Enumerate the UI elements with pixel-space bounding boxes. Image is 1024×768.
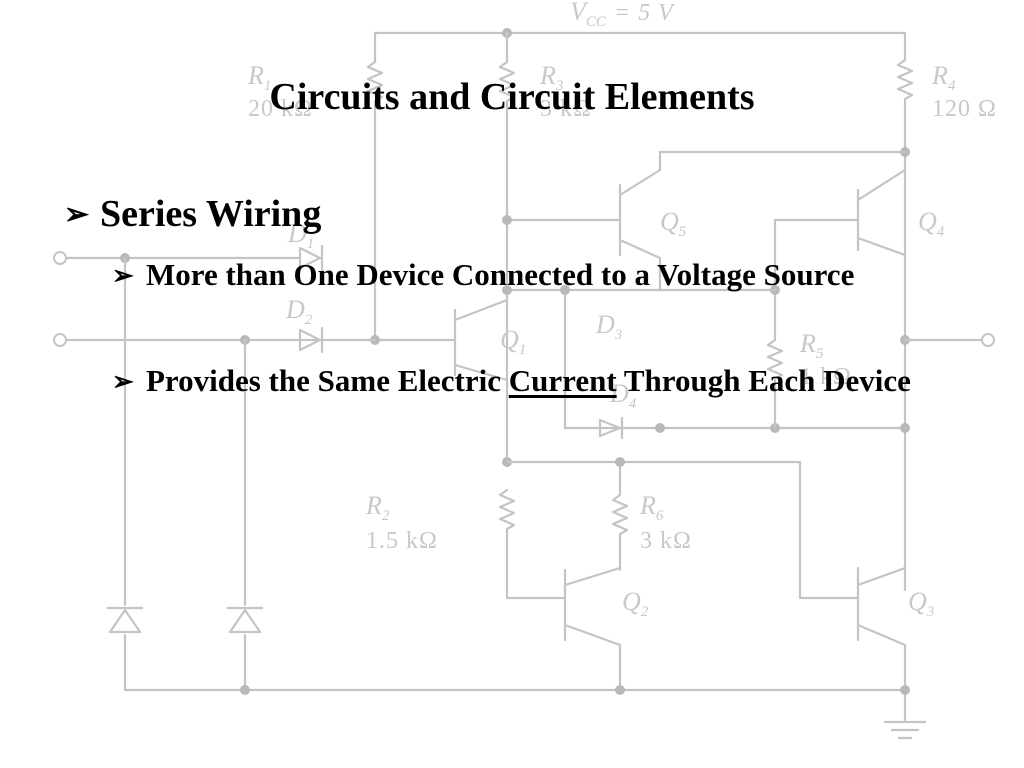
transistor-q5 bbox=[505, 150, 662, 292]
svg-text:R5: R5 bbox=[799, 329, 824, 362]
bullet-text: Provides the Same Electric Current Throu… bbox=[146, 363, 911, 398]
bullet-arrow-icon: ➢ bbox=[112, 261, 134, 290]
resistor-r1 bbox=[366, 31, 384, 342]
transistor-q2 bbox=[563, 566, 622, 692]
svg-text:1.5 kΩ: 1.5 kΩ bbox=[366, 528, 438, 554]
supply-rail bbox=[373, 31, 907, 62]
slide-title: Circuits and Circuit Elements bbox=[269, 76, 755, 118]
resistor-r5 bbox=[766, 338, 784, 430]
svg-text:3 kΩ: 3 kΩ bbox=[540, 96, 592, 122]
bullet-more-than-one-device: ➢ More than One Device Connected to a Vo… bbox=[112, 255, 942, 297]
svg-text:R2: R2 bbox=[365, 491, 390, 524]
svg-text:D3: D3 bbox=[595, 310, 622, 343]
transistor-q1 bbox=[373, 298, 509, 382]
svg-text:120 Ω: 120 Ω bbox=[932, 96, 997, 122]
svg-text:R3: R3 bbox=[539, 61, 563, 94]
transistor-q4 bbox=[773, 168, 907, 342]
vcc-label: VCC= 5 V bbox=[570, 0, 675, 30]
resistor-r3 bbox=[498, 31, 516, 464]
svg-text:D2: D2 bbox=[285, 295, 313, 328]
bullet-arrow-icon: ➢ bbox=[64, 198, 90, 231]
svg-text:20 kΩ: 20 kΩ bbox=[248, 96, 313, 122]
svg-text:Q5: Q5 bbox=[660, 207, 687, 240]
svg-text:Q1: Q1 bbox=[500, 325, 526, 358]
bullet-series-wiring: ➢ Series Wiring bbox=[64, 190, 321, 240]
svg-text:D1: D1 bbox=[287, 219, 314, 252]
diode-d4 bbox=[598, 416, 624, 440]
transistor-q3 bbox=[856, 566, 907, 692]
svg-text:R4: R4 bbox=[931, 61, 956, 94]
svg-text:Q4: Q4 bbox=[918, 207, 945, 240]
bullet-text: Series Wiring bbox=[100, 193, 322, 235]
svg-text:Q3: Q3 bbox=[908, 587, 934, 620]
svg-text:Q2: Q2 bbox=[622, 587, 649, 620]
diode-left-2 bbox=[226, 606, 264, 634]
resistor-r6 bbox=[611, 493, 629, 572]
svg-text:R1: R1 bbox=[247, 61, 271, 94]
svg-text:D4: D4 bbox=[609, 379, 637, 412]
bullet-text: More than One Device Connected to a Volt… bbox=[146, 257, 855, 292]
diode-d2 bbox=[298, 326, 324, 354]
svg-text:R6: R6 bbox=[639, 491, 664, 524]
schematic-labels: VCC= 5 V R1 20 kΩ R3 3 kΩ R4 120 Ω Q5 Q4… bbox=[247, 0, 997, 620]
svg-text:1 kΩ: 1 kΩ bbox=[800, 364, 852, 390]
underlined-current: Current bbox=[508, 363, 617, 398]
ground-icon bbox=[883, 720, 927, 740]
diode-left-1 bbox=[106, 606, 144, 634]
resistor-r2 bbox=[498, 488, 567, 600]
diode-d1 bbox=[298, 244, 324, 272]
bullet-same-current: ➢ Provides the Same Electric Current Thr… bbox=[112, 361, 942, 403]
resistor-r4 bbox=[896, 58, 914, 592]
bullet-arrow-icon: ➢ bbox=[112, 367, 134, 396]
svg-text:3 kΩ: 3 kΩ bbox=[640, 528, 692, 554]
